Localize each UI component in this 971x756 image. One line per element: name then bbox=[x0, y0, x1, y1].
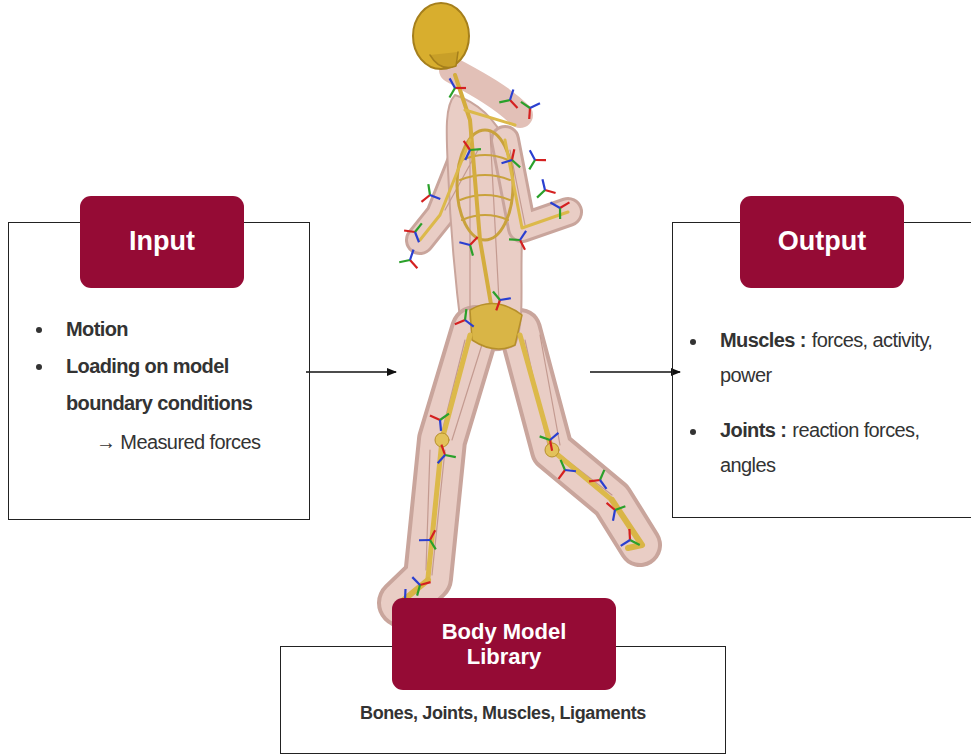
marker-axis bbox=[465, 320, 474, 327]
marker-axis bbox=[459, 242, 470, 245]
marker-axis bbox=[399, 260, 410, 262]
marker-axis bbox=[550, 433, 558, 440]
marker-axis bbox=[550, 203, 560, 208]
marker-axis bbox=[440, 420, 441, 431]
marker-axis bbox=[428, 184, 430, 195]
marker-axis bbox=[430, 416, 440, 420]
marker-axis bbox=[450, 78, 455, 88]
marker-axis bbox=[529, 160, 535, 169]
marker-axis bbox=[430, 195, 440, 199]
marker-axis bbox=[470, 245, 473, 256]
bullet-dot bbox=[690, 339, 696, 345]
marker-axis bbox=[540, 436, 550, 440]
marker-axis bbox=[430, 540, 436, 549]
marker-axis bbox=[500, 298, 511, 300]
marker-axis bbox=[559, 208, 561, 219]
marker-axis bbox=[465, 309, 466, 320]
marker-axis bbox=[404, 230, 415, 232]
library-contents: Bones, Joints, Muscles, Ligaments bbox=[291, 703, 715, 724]
marker-axis bbox=[496, 300, 500, 310]
marker-axis bbox=[464, 141, 470, 150]
marker-axis bbox=[535, 159, 546, 161]
bullet-row: Muscles :forces, activity, power bbox=[720, 323, 952, 393]
input-heading-tab: Input bbox=[80, 196, 244, 288]
marker-axis bbox=[628, 529, 631, 540]
bullet-text: Loading on model boundary conditions bbox=[66, 348, 291, 422]
bullet-label: Muscles : bbox=[720, 329, 806, 351]
marker-axis bbox=[559, 470, 565, 479]
marker-axis bbox=[410, 250, 414, 260]
marker-axis bbox=[419, 539, 430, 541]
bullet-dot bbox=[36, 364, 42, 370]
marker-axis bbox=[445, 455, 456, 457]
marker-axis bbox=[440, 414, 449, 420]
marker-axis bbox=[415, 223, 422, 232]
marker-axis bbox=[509, 238, 520, 241]
heading-text: Body Model Library bbox=[429, 619, 579, 670]
marker-axis bbox=[600, 480, 607, 489]
bullet-label: Joints : bbox=[720, 419, 786, 441]
marker-axis bbox=[621, 540, 630, 546]
marker-axis bbox=[512, 160, 520, 167]
marker-axis bbox=[441, 445, 445, 455]
bullet-row: Joints :reaction forces, angles bbox=[720, 413, 952, 483]
marker-axis bbox=[600, 470, 604, 480]
marker-axis bbox=[565, 470, 576, 471]
marker-axis bbox=[493, 292, 500, 300]
marker-axis bbox=[607, 503, 615, 510]
bullet-dot bbox=[690, 429, 696, 435]
marker-axis bbox=[613, 510, 615, 521]
marker-axis bbox=[510, 100, 518, 108]
bullet-text: → Measured forces bbox=[66, 422, 293, 462]
marker-axis bbox=[420, 582, 431, 585]
marker-axis bbox=[417, 585, 420, 596]
marker-axis bbox=[530, 150, 535, 160]
marker-axis bbox=[520, 231, 526, 240]
marker-axis bbox=[630, 540, 640, 545]
marker-axis bbox=[530, 103, 540, 108]
marker-axis bbox=[545, 190, 556, 193]
marker-axis bbox=[412, 577, 420, 585]
heading-text: Input bbox=[129, 226, 195, 257]
input-arrow bbox=[306, 371, 396, 372]
marker-axis bbox=[430, 530, 435, 540]
marker-axis bbox=[465, 150, 470, 160]
output-arrow bbox=[590, 371, 680, 372]
bullet-dot bbox=[36, 327, 42, 333]
marker-axis bbox=[455, 87, 466, 89]
marker-axis bbox=[455, 320, 465, 324]
heading-text: Output bbox=[778, 226, 866, 257]
marker-axis bbox=[560, 202, 569, 208]
marker-axis bbox=[502, 160, 512, 163]
marker-axis bbox=[521, 102, 530, 108]
marker-axis bbox=[449, 88, 455, 97]
marker-axis bbox=[470, 237, 478, 245]
marker-axis bbox=[512, 149, 514, 160]
marker-axis bbox=[421, 195, 430, 202]
marker-axis bbox=[520, 240, 525, 250]
marker-axis bbox=[537, 190, 545, 198]
marker-axis bbox=[561, 460, 565, 470]
marker-axis bbox=[410, 260, 417, 268]
marker-axis bbox=[510, 90, 513, 100]
bullet-text: Motion bbox=[66, 311, 293, 348]
marker-axis bbox=[470, 148, 481, 151]
marker-axis bbox=[499, 100, 510, 102]
marker-axis bbox=[415, 232, 419, 242]
marker-axis bbox=[615, 506, 625, 510]
marker-axis bbox=[550, 440, 552, 451]
marker-axis bbox=[542, 179, 545, 190]
marker-axis bbox=[528, 108, 531, 119]
marker-axis bbox=[589, 480, 600, 481]
library-heading-tab: Body Model Library bbox=[392, 598, 616, 690]
output-heading-tab: Output bbox=[740, 196, 904, 288]
marker-axis bbox=[438, 455, 445, 463]
